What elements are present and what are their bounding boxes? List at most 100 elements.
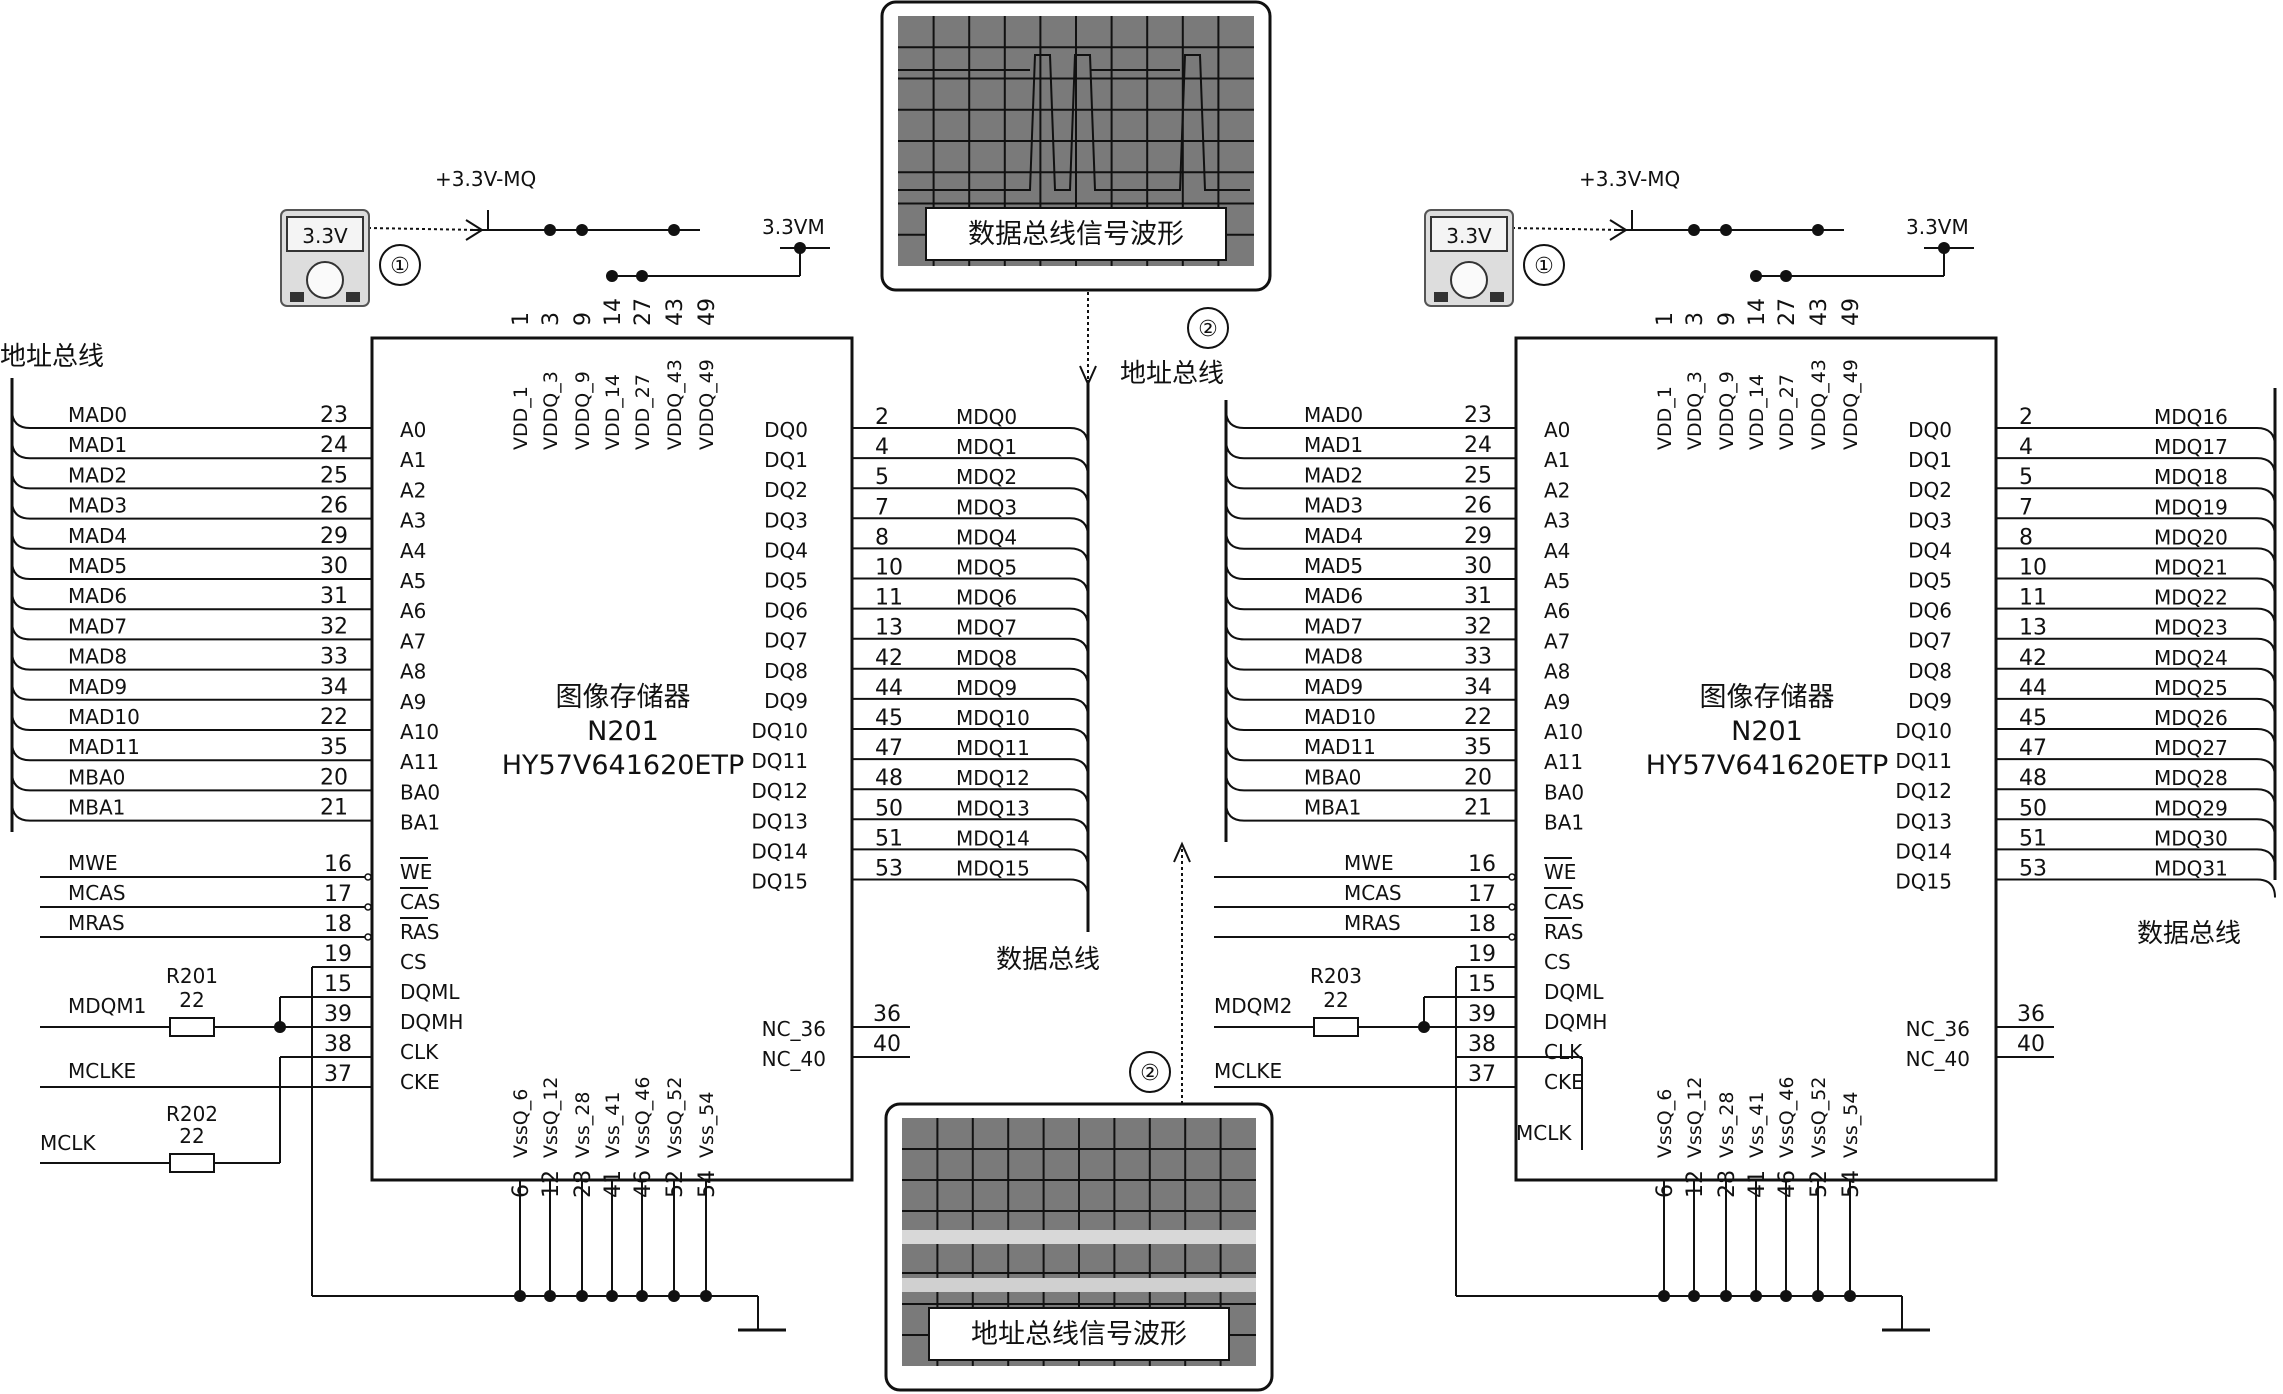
pin-name: A9 (400, 690, 426, 714)
junction-dot (1658, 1290, 1670, 1302)
wire-path (1225, 560, 1516, 580)
pin-number: 18 (324, 912, 352, 937)
pin-name: CAS (400, 890, 440, 914)
pin-name: A0 (400, 418, 426, 442)
resistor-symbol (169, 1153, 215, 1173)
scope-caption: 数据总线信号波形 (968, 219, 1184, 250)
marker-number: ② (1198, 317, 1218, 342)
pin-number: 44 (2019, 676, 2047, 701)
pin-number: 15 (1468, 972, 1496, 997)
pin-number: 30 (1464, 554, 1492, 579)
pin-number: 28 (571, 1170, 596, 1198)
pin-name: VssQ_12 (1684, 1077, 1706, 1158)
wire-path (11, 621, 372, 641)
pin-name: VDD_1 (1654, 386, 1676, 450)
data-signal: MDQ19 (2154, 495, 2228, 519)
data-signal: MDQ11 (956, 736, 1030, 760)
pin-name: A4 (1544, 539, 1570, 563)
pin-name: NC_36 (1906, 1017, 1970, 1041)
pin-name: A9 (1544, 690, 1570, 714)
resistor-value: 22 (179, 988, 204, 1012)
wire-path (1225, 651, 1516, 671)
pin-number: 39 (1468, 1002, 1496, 1027)
pin-name: CKE (400, 1070, 440, 1094)
pin-name: DQ2 (764, 478, 808, 502)
pin-number: 14 (601, 298, 626, 326)
junction-dot (576, 1290, 588, 1302)
pin-number: 8 (2019, 525, 2033, 550)
pin-number: 31 (1464, 584, 1492, 609)
wire-path (11, 591, 372, 611)
pin-name: DQ3 (764, 508, 808, 532)
pin-number: 11 (2019, 586, 2047, 611)
pin-number: 16 (324, 852, 352, 877)
pin-name: A10 (1544, 720, 1583, 744)
pin-number: 52 (663, 1170, 688, 1198)
data-signal: MDQ10 (956, 706, 1030, 730)
pin-number: 29 (1464, 524, 1492, 549)
control-signal: MWE (68, 851, 118, 875)
arrow-head (1079, 365, 1097, 387)
chip-part-number: HY57V641620ETP (1646, 750, 1889, 781)
data-signal: MDQ3 (956, 495, 1017, 519)
pin-name: DQMH (400, 1010, 463, 1034)
pin-name: A1 (400, 448, 426, 472)
pin-number: 10 (875, 556, 903, 581)
pin-number: 54 (1839, 1170, 1864, 1198)
wire-path (1225, 409, 1516, 429)
pin-number: 51 (2019, 826, 2047, 851)
address-signal: MAD5 (1304, 554, 1363, 578)
pin-number: 26 (320, 494, 348, 519)
address-signal: MAD9 (1304, 675, 1363, 699)
meter-display (1430, 216, 1508, 252)
pin-number: 41 (1745, 1170, 1770, 1198)
pin-name: DQ14 (1895, 839, 1952, 863)
pin-number: 40 (873, 1032, 901, 1057)
data-signal: MDQ24 (2154, 646, 2228, 670)
pin-number: 53 (2019, 857, 2047, 882)
data-signal: MDQ8 (956, 646, 1017, 670)
pin-name: CS (1544, 950, 1571, 974)
active-low-bubble (1508, 933, 1516, 941)
data-signal: MDQ23 (2154, 616, 2228, 640)
data-signal: MDQ17 (2154, 435, 2228, 459)
data-signal: MDQ1 (956, 435, 1017, 459)
address-signal: MAD1 (68, 433, 127, 457)
pin-name: A7 (400, 629, 426, 653)
pin-name: BA0 (1544, 780, 1584, 804)
pin-name: DQ5 (764, 569, 808, 593)
data-bus-scope: 数据总线信号波形 (880, 0, 1272, 292)
pin-name: DQ1 (764, 448, 808, 472)
address-signal: MAD2 (68, 463, 127, 487)
wire-path (1225, 711, 1516, 731)
pin-name: A5 (1544, 569, 1570, 593)
pin-number: 44 (875, 676, 903, 701)
pin-number: 40 (2017, 1032, 2045, 1057)
arrow-head (1609, 219, 1628, 241)
resistor-value: 22 (179, 1124, 204, 1148)
control-signal: MCAS (1344, 881, 1402, 905)
pin-number: 5 (2019, 465, 2033, 490)
pin-name: CLK (400, 1040, 439, 1064)
junction-dot (1688, 224, 1700, 236)
pin-number: 10 (2019, 556, 2047, 581)
meter-jack (346, 292, 360, 302)
data-signal: MDQ20 (2154, 525, 2228, 549)
pin-number: 48 (875, 766, 903, 791)
control-signal: MRAS (1344, 911, 1401, 935)
meter-reading: 3.3V (302, 224, 348, 248)
junction-dot (606, 1290, 618, 1302)
pin-name: VssQ_52 (664, 1077, 686, 1158)
data-bus-label: 数据总线 (996, 945, 1100, 975)
pin-name: VssQ_46 (632, 1077, 654, 1158)
marker-circle (1187, 307, 1229, 349)
data-signal: MDQ22 (2154, 586, 2228, 610)
address-signal: MAD9 (68, 675, 127, 699)
junction-dot (1720, 224, 1732, 236)
pin-name: A5 (400, 569, 426, 593)
pin-number: 35 (320, 735, 348, 760)
pin-name: DQ4 (1908, 538, 1952, 562)
clk-signal: MCLK (1516, 1121, 1572, 1145)
pin-number: 24 (1464, 433, 1492, 458)
pin-name: NC_40 (762, 1047, 826, 1071)
